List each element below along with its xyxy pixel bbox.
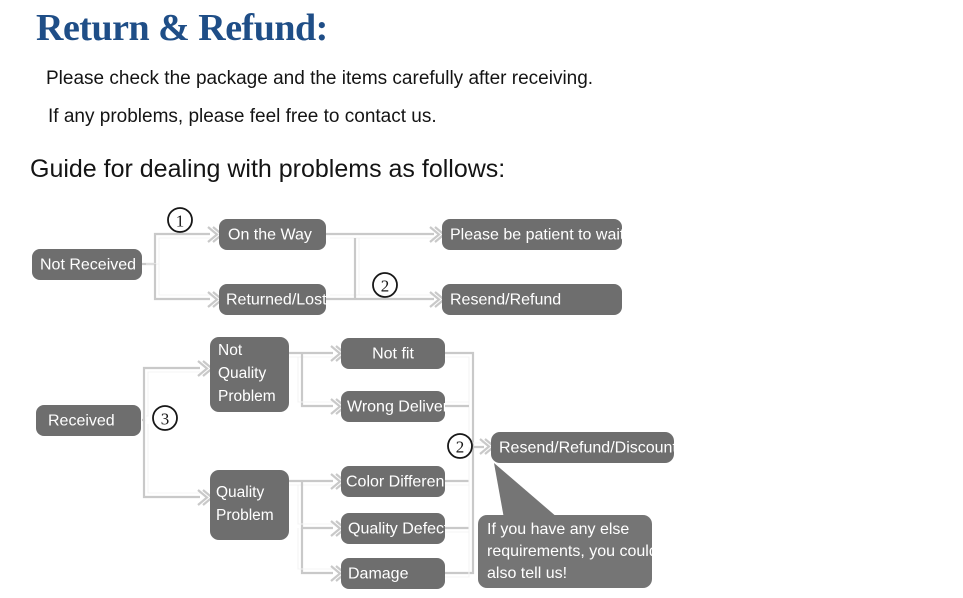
node-not-received[interactable]: Not Received xyxy=(32,249,142,280)
node-returned-lost[interactable]: Returned/Lost xyxy=(219,284,327,315)
node-resend-refund-discount[interactable]: Resend/Refund/Discount xyxy=(491,432,677,463)
node-quality-problem[interactable]: Quality Problem xyxy=(210,470,289,540)
connector-received-split xyxy=(142,366,200,499)
callout-line-1: If you have any else xyxy=(487,521,629,538)
arrowhead-quality-problem xyxy=(197,489,214,506)
node-on-the-way[interactable]: On the Way xyxy=(219,219,326,250)
intro-line-2: If any problems, please feel free to con… xyxy=(48,106,437,127)
node-wrong-delivery[interactable]: Wrong Delivery xyxy=(341,391,456,422)
page-title: Return & Refund: xyxy=(36,7,328,49)
connector-quality-to-reasons xyxy=(289,479,333,575)
node-not-received-label: Not Received xyxy=(40,257,136,274)
marker-2-top-circle: 2 xyxy=(372,272,398,298)
node-received-label: Received xyxy=(48,413,115,430)
node-please-be-patient-label: Please be patient to wait xyxy=(450,227,625,244)
node-not-quality-problem-line-2: Quality xyxy=(218,365,266,382)
node-color-difference-label: Color Difference xyxy=(346,474,461,491)
marker-3-circle: 3 xyxy=(152,405,178,431)
marker-1-circle: 1 xyxy=(167,207,193,233)
node-returned-lost-label: Returned/Lost xyxy=(226,292,327,309)
marker-1-label: 1 xyxy=(176,212,185,231)
node-not-fit-label: Not fit xyxy=(372,346,414,363)
node-not-fit[interactable]: Not fit xyxy=(341,338,445,369)
node-please-be-patient[interactable]: Please be patient to wait xyxy=(442,219,625,250)
node-quality-defect[interactable]: Quality Defect xyxy=(341,513,449,544)
node-resend-refund-label: Resend/Refund xyxy=(450,292,561,309)
arrowhead-not-quality-problem xyxy=(197,360,214,377)
connector-on-the-way-to-wait xyxy=(326,232,434,239)
node-color-difference[interactable]: Color Difference xyxy=(341,466,461,497)
node-damage-label: Damage xyxy=(348,566,409,583)
marker-3-label: 3 xyxy=(161,410,170,429)
connector-not-quality-to-reasons xyxy=(289,351,333,408)
node-wrong-delivery-label: Wrong Delivery xyxy=(347,399,456,416)
callout-line-3: also tell us! xyxy=(487,565,567,582)
marker-2-top-label: 2 xyxy=(381,277,390,296)
connector-reasons-to-outcome xyxy=(445,351,484,578)
node-not-quality-problem[interactable]: Not Quality Problem xyxy=(210,337,289,412)
node-not-quality-problem-line-1: Not xyxy=(218,342,243,359)
callout-line-2: requirements, you could xyxy=(487,543,658,560)
connector-returned-lost-to-resend xyxy=(326,238,434,301)
intro-line-1: Please check the package and the items c… xyxy=(46,68,594,89)
node-quality-defect-label: Quality Defect xyxy=(348,521,449,538)
node-quality-problem-line-1: Quality xyxy=(216,484,264,501)
node-on-the-way-label: On the Way xyxy=(228,227,312,244)
node-not-quality-problem-line-3: Problem xyxy=(218,388,276,405)
node-resend-refund[interactable]: Resend/Refund xyxy=(442,284,622,315)
marker-2-bottom-circle: 2 xyxy=(447,433,473,459)
callout-note: If you have any else requirements, you c… xyxy=(478,463,658,588)
guide-heading: Guide for dealing with problems as follo… xyxy=(30,155,506,183)
node-received[interactable]: Received xyxy=(36,405,141,436)
connector-not-received-split xyxy=(142,232,210,301)
node-quality-problem-line-2: Problem xyxy=(216,507,274,524)
node-resend-refund-discount-label: Resend/Refund/Discount xyxy=(499,440,677,457)
node-damage[interactable]: Damage xyxy=(341,558,445,589)
marker-2-bottom-label: 2 xyxy=(456,438,465,457)
